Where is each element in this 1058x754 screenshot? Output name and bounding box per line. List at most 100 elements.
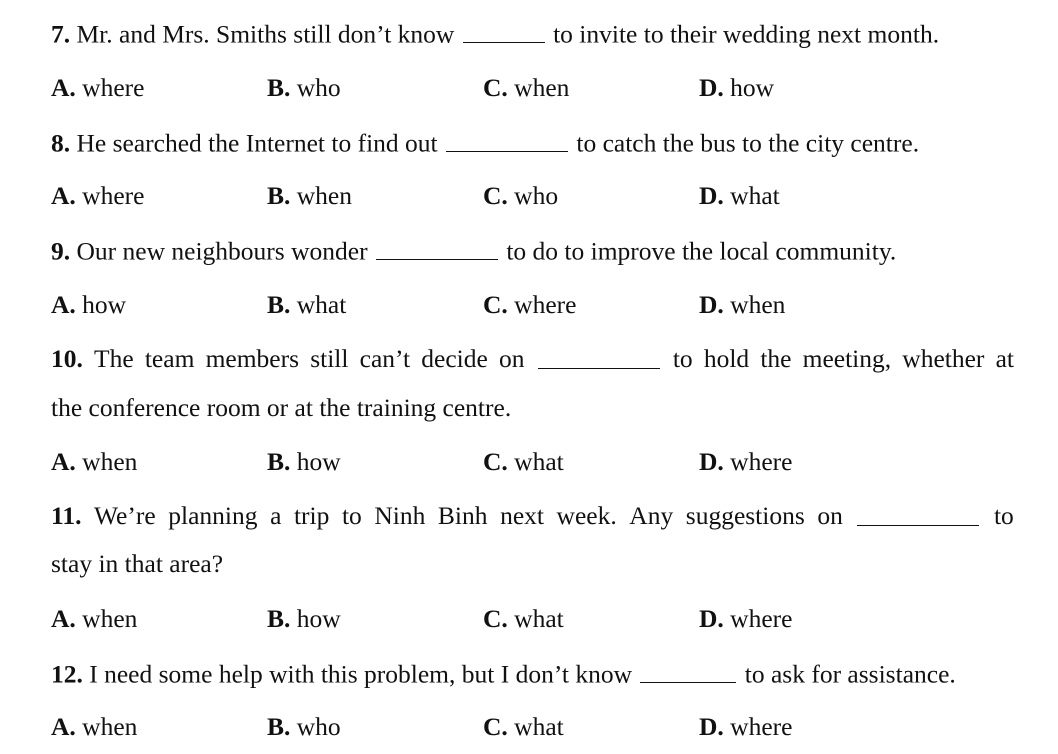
stem-word: planning xyxy=(168,501,258,530)
stem-word: to xyxy=(672,344,693,373)
option-text: what xyxy=(514,712,564,741)
stem-word: Binh xyxy=(437,501,488,530)
option-text: what xyxy=(296,290,347,319)
stem-text-before: Our new neighbours wonder xyxy=(76,236,368,266)
question-12-stem: 12. I need some help with this problem, … xyxy=(51,660,956,687)
stem-word: The xyxy=(94,344,134,373)
answer-blank xyxy=(462,20,545,43)
option-text: what xyxy=(514,604,564,633)
stem-word: a xyxy=(270,501,282,530)
stem-word: Any xyxy=(629,501,674,530)
option-letter: D. xyxy=(699,73,724,102)
option-text: when xyxy=(82,712,138,741)
option-d: D. where xyxy=(699,606,792,632)
option-text: how xyxy=(296,447,341,476)
question-7-stem: 7. Mr. and Mrs. Smiths still don’t know … xyxy=(51,20,939,47)
option-text: where xyxy=(82,73,145,102)
stem-word: whether xyxy=(902,344,985,373)
option-text: what xyxy=(730,181,780,210)
option-letter: B. xyxy=(267,712,291,741)
stem-word: to xyxy=(341,501,362,530)
option-text: what xyxy=(514,447,564,476)
stem-word: hold xyxy=(703,344,750,373)
option-letter: D. xyxy=(699,290,724,319)
stem-word: team xyxy=(144,344,195,373)
option-letter: B. xyxy=(267,290,291,319)
option-text: when xyxy=(82,447,138,476)
option-text: where xyxy=(730,604,793,633)
option-letter: D. xyxy=(699,181,724,210)
option-a: A. where xyxy=(51,75,144,101)
option-d: D. where xyxy=(699,714,792,740)
option-d: D. where xyxy=(699,449,792,475)
option-d: D. how xyxy=(699,75,774,101)
option-letter: D. xyxy=(699,712,724,741)
option-a: A. when xyxy=(51,714,137,740)
option-letter: A. xyxy=(51,447,76,476)
option-letter: B. xyxy=(267,447,291,476)
option-letter: D. xyxy=(699,604,724,633)
option-letter: C. xyxy=(483,604,508,633)
option-text: who xyxy=(514,181,559,210)
option-letter: A. xyxy=(51,73,76,102)
stem-word: trip xyxy=(293,501,330,530)
stem-word: at xyxy=(995,344,1014,373)
stem-word: can’t xyxy=(359,344,411,373)
answer-blank xyxy=(375,237,498,260)
option-c: C. where xyxy=(483,292,576,318)
question-number: 8. xyxy=(51,128,71,158)
option-b: B. how xyxy=(267,606,341,632)
option-letter: C. xyxy=(483,447,508,476)
stem-text-before: I need some help with this problem, but … xyxy=(89,659,632,689)
option-c: C. when xyxy=(483,75,569,101)
option-letter: A. xyxy=(51,712,76,741)
option-d: D. when xyxy=(699,292,785,318)
option-a: A. when xyxy=(51,449,137,475)
option-letter: D. xyxy=(699,447,724,476)
stem-text-after: to ask for assistance. xyxy=(744,659,956,689)
stem-text-after: to invite to their wedding next month. xyxy=(553,19,940,49)
answer-blank xyxy=(445,129,568,152)
option-letter: B. xyxy=(267,604,291,633)
option-c: C. what xyxy=(483,714,564,740)
question-10-continuation: the conference room or at the training c… xyxy=(51,393,512,422)
stem-text-after: to catch the bus to the city centre. xyxy=(576,128,920,158)
option-d: D. what xyxy=(699,183,780,209)
option-b: B. how xyxy=(267,449,341,475)
question-8-stem: 8. He searched the Internet to find out … xyxy=(51,129,919,156)
question-number: 12. xyxy=(51,659,83,689)
option-letter: A. xyxy=(51,181,76,210)
option-a: A. how xyxy=(51,292,126,318)
question-9-stem: 9. Our new neighbours wonder to do to im… xyxy=(51,237,896,264)
option-text: where xyxy=(730,447,793,476)
stem-word: the xyxy=(760,344,792,373)
option-a: A. where xyxy=(51,183,144,209)
option-text: when xyxy=(82,604,138,633)
option-letter: A. xyxy=(51,604,76,633)
option-text: how xyxy=(296,604,341,633)
stem-text-before: Mr. and Mrs. Smiths still don’t know xyxy=(76,19,455,49)
option-letter: B. xyxy=(267,181,291,210)
option-text: who xyxy=(296,73,341,102)
option-b: B. who xyxy=(267,714,341,740)
stem-word: week. xyxy=(556,501,617,530)
stem-text-after: to do to improve the local community. xyxy=(506,236,897,266)
option-letter: C. xyxy=(483,290,508,319)
question-number: 11. xyxy=(51,501,82,530)
option-text: where xyxy=(730,712,793,741)
option-letter: C. xyxy=(483,712,508,741)
stem-word: on xyxy=(817,501,843,530)
stem-word: meeting, xyxy=(802,344,892,373)
question-11-stem: 11. We’re planning a trip to Ninh Binh n… xyxy=(51,503,1014,529)
option-b: B. when xyxy=(267,183,352,209)
stem-word: on xyxy=(499,344,525,373)
stem-word: suggestions xyxy=(685,501,805,530)
option-text: when xyxy=(514,73,570,102)
option-letter: C. xyxy=(483,181,508,210)
option-text: where xyxy=(82,181,145,210)
option-c: C. what xyxy=(483,606,564,632)
option-letter: A. xyxy=(51,290,76,319)
option-text: how xyxy=(730,73,775,102)
option-text: when xyxy=(730,290,786,319)
option-b: B. who xyxy=(267,75,341,101)
